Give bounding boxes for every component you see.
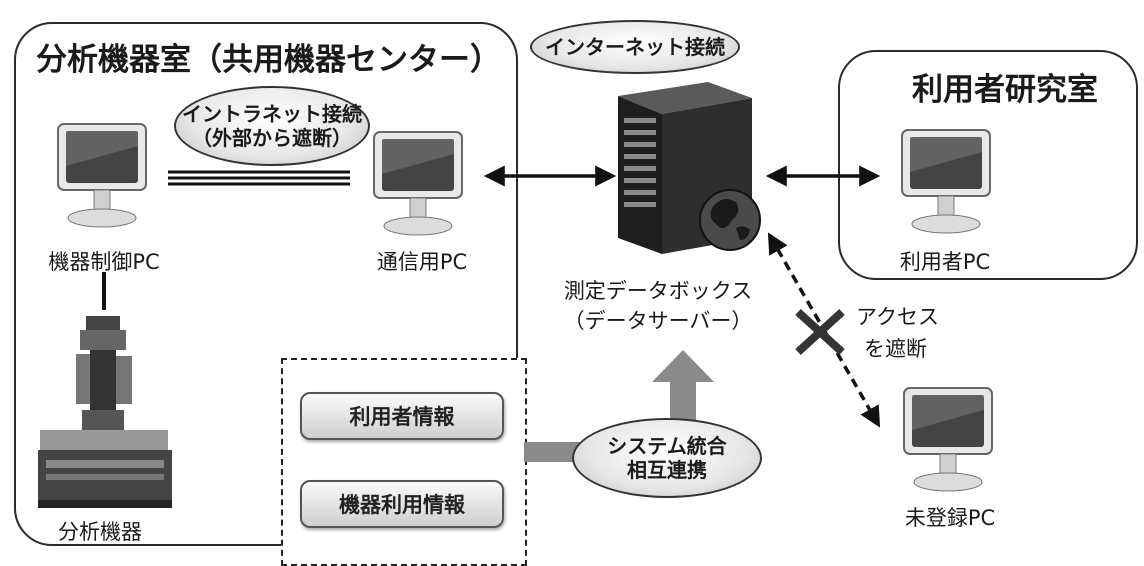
instrument-icon <box>38 316 172 508</box>
intranet-link <box>168 170 350 186</box>
system-integration-ellipse: システム統合 相互連携 <box>572 418 762 498</box>
user-info-box: 利用者情報 <box>300 392 504 440</box>
comm-pc-label: 通信用PC <box>376 250 468 274</box>
unregistered-pc-label: 未登録PC <box>904 506 996 530</box>
monitor-icon <box>901 129 991 234</box>
internet-connection-ellipse: インターネット接続 <box>530 20 740 74</box>
instrument-room-title: 分析機器室（共用機器センター） <box>36 42 501 78</box>
monitor-icon <box>903 387 993 492</box>
blocked-access-label: アクセス を遮断 <box>856 305 939 361</box>
control-pc-label: 機器制御PC <box>48 250 160 274</box>
intranet-connection-ellipse: イントラネット接続 （外部から遮断） <box>174 86 370 166</box>
analytical-instrument-label: 分析機器 <box>58 520 142 544</box>
user-pc-label: 利用者PC <box>899 250 991 274</box>
blocked-x-mark <box>795 309 845 355</box>
server-label: 測定データボックス （データサーバー） <box>563 279 753 334</box>
user-lab-title: 利用者研究室 <box>912 72 1098 108</box>
server-icon <box>618 82 761 254</box>
integration-up-arrow <box>652 350 714 424</box>
monitor-icon <box>373 131 463 236</box>
monitor-icon <box>57 123 147 228</box>
usage-info-box: 機器利用情報 <box>300 480 504 528</box>
